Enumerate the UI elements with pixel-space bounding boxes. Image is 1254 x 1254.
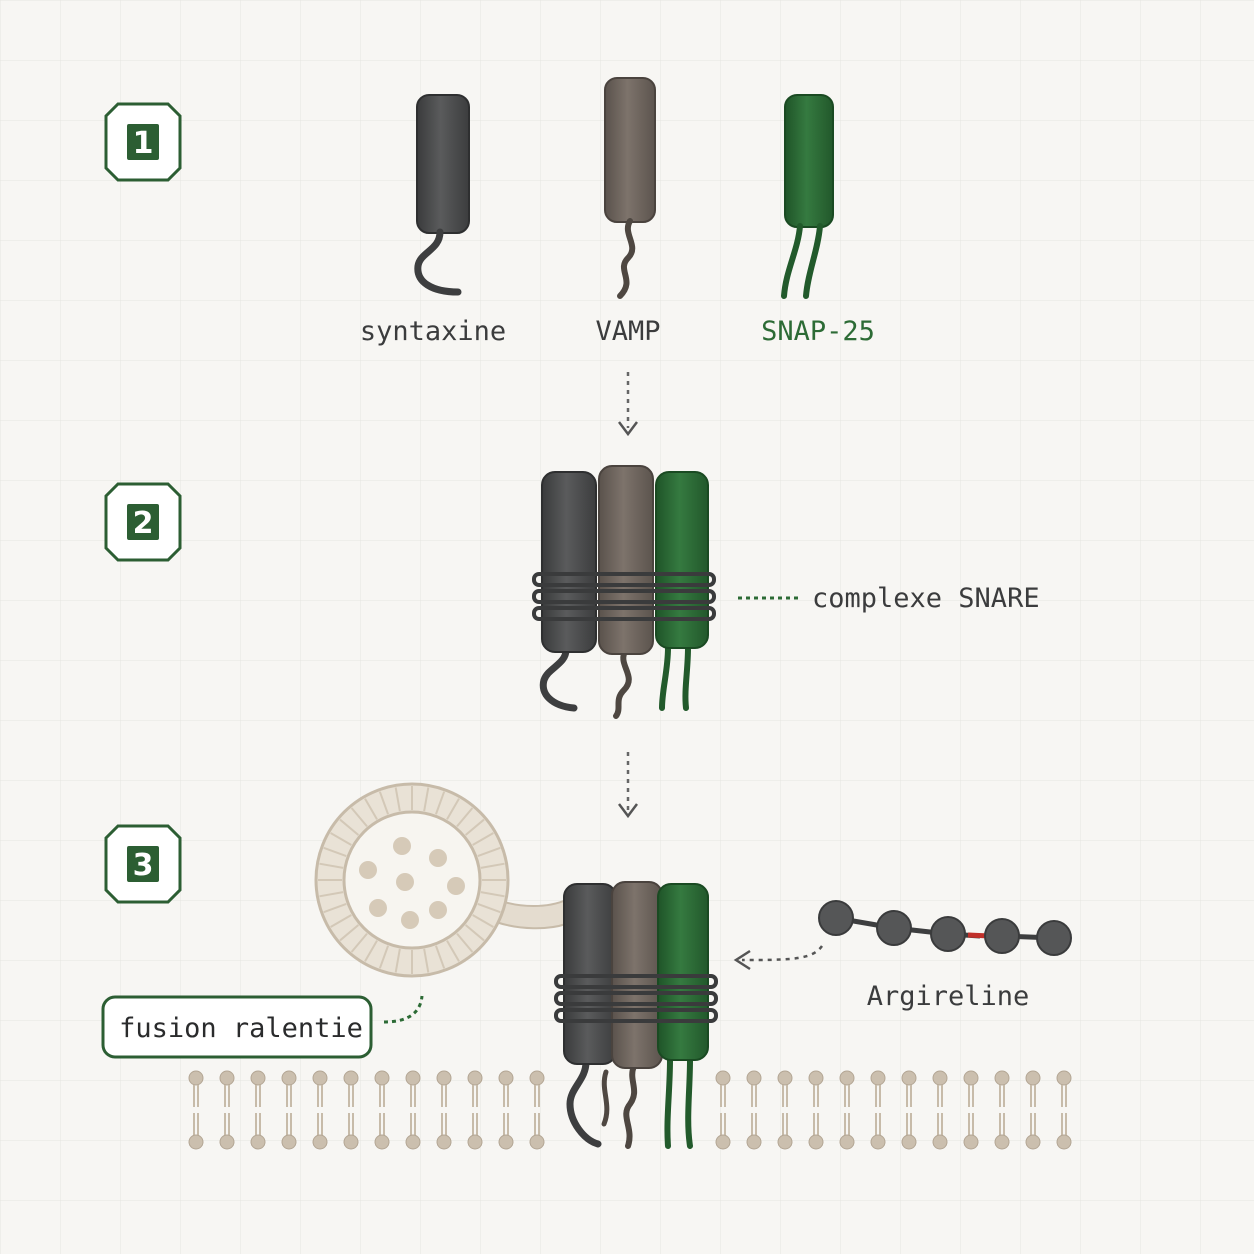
arrow-step2-to-step3 [618,752,638,819]
argireline-arrow [733,945,824,971]
step-3-badge: 3 [104,824,182,904]
syntaxin-label: syntaxine [360,316,506,347]
fusion-label-leader [383,995,424,1024]
vamp-protein [604,77,656,299]
complex-label: complexe SNARE [812,583,1040,614]
argireline-peptide [818,900,1072,956]
step-2-badge: 2 [104,482,182,562]
step-1-badge: 1 [104,102,182,182]
snap25-label: SNAP-25 [761,316,875,347]
step-2-number: 2 [133,506,154,541]
vesicle [314,782,567,978]
snare-complex-docked [554,881,718,1149]
snare-complex [532,465,716,719]
step-3-number: 3 [133,848,154,883]
snap25-protein [781,94,834,299]
fusion-label-box: fusion ralentie [101,995,373,1059]
vamp-label: VAMP [595,316,660,347]
fusion-label: fusion ralentie [119,1013,363,1044]
arrow-step1-to-step2 [618,372,638,437]
syntaxin-protein [414,94,470,296]
argireline-label: Argireline [867,981,1030,1012]
step-1-number: 1 [133,126,154,161]
